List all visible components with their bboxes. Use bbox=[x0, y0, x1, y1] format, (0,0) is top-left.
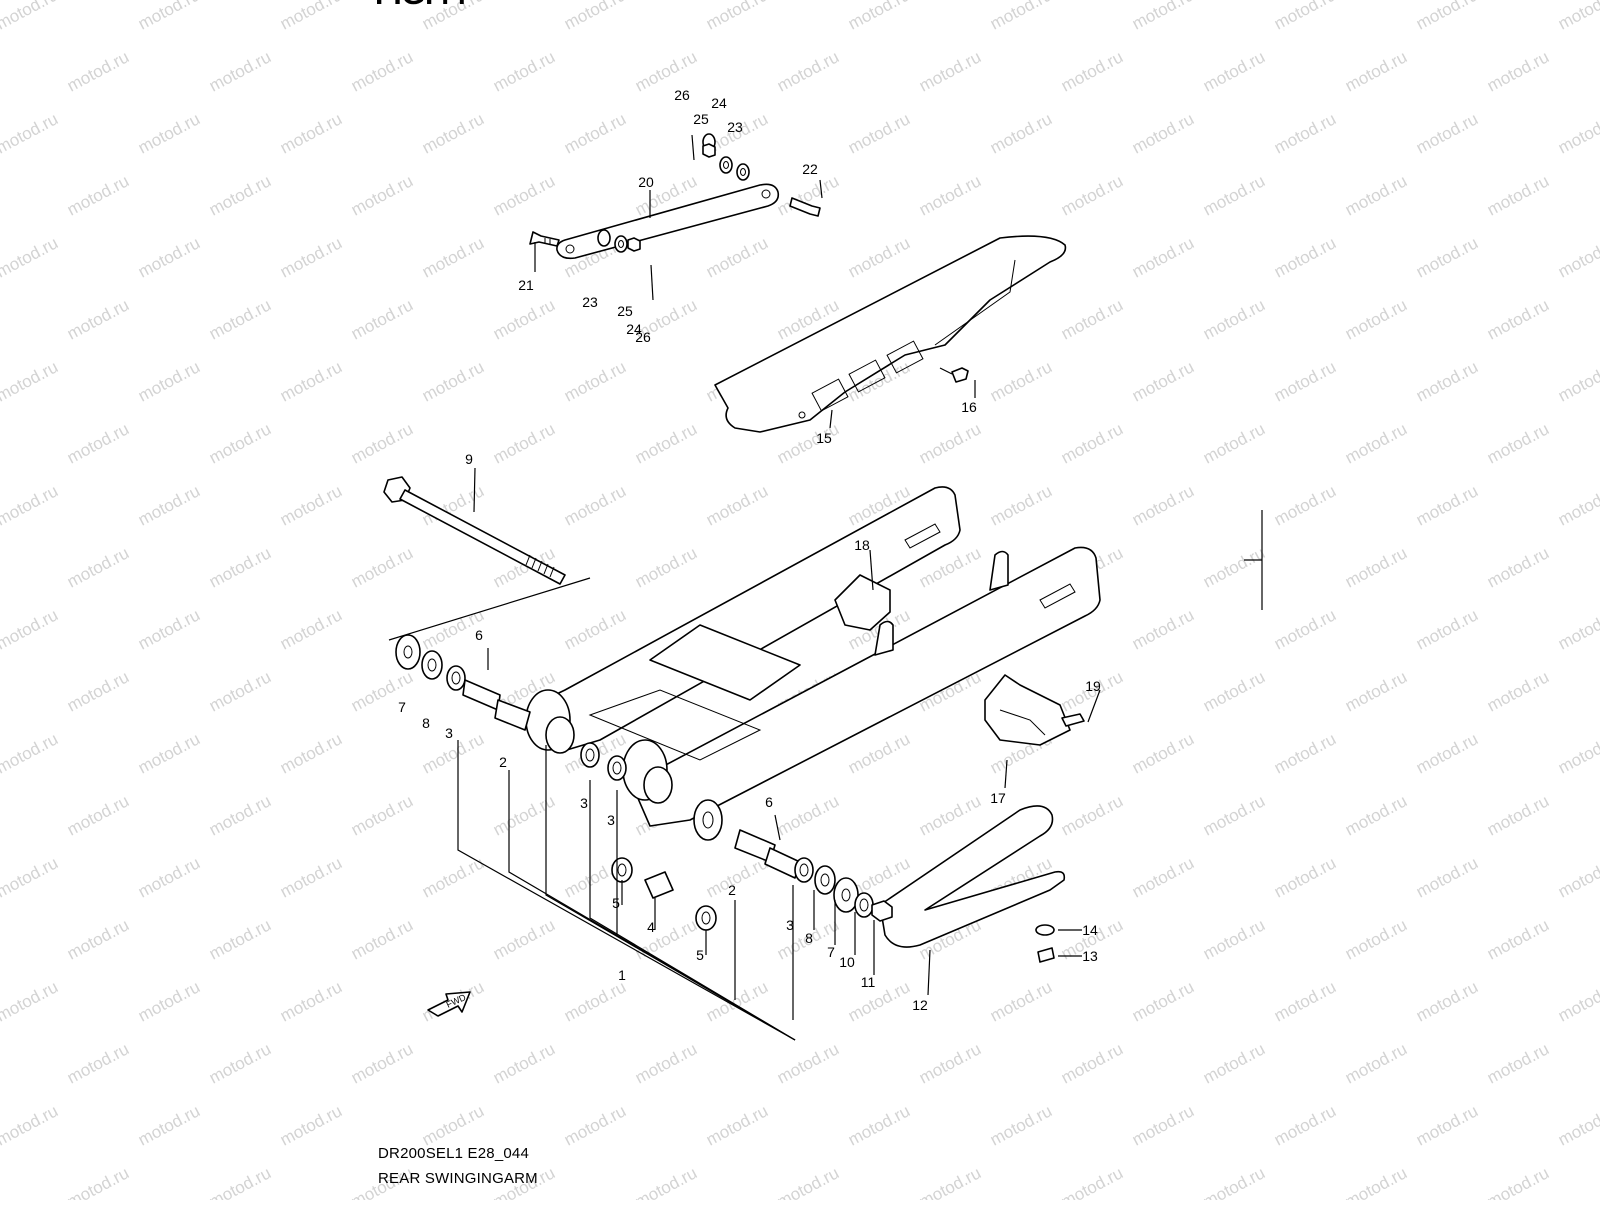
callout-10: 10 bbox=[839, 954, 855, 970]
fwd-arrow-icon: FWD bbox=[427, 991, 471, 1017]
bolt-21 bbox=[529, 231, 560, 247]
callout-15: 15 bbox=[816, 430, 832, 446]
bolt-19 bbox=[1061, 713, 1085, 727]
callout-4: 4 bbox=[647, 919, 655, 935]
callout-22: 22 bbox=[802, 161, 818, 177]
callout-2: 2 bbox=[499, 754, 507, 770]
callout-3: 3 bbox=[580, 795, 588, 811]
bolt-16 bbox=[939, 367, 969, 383]
callout-23: 23 bbox=[582, 294, 598, 310]
callout-23: 23 bbox=[727, 119, 743, 135]
torque-link bbox=[556, 183, 780, 260]
leader-lines bbox=[457, 179, 1263, 1041]
figure-title: FIG.44 bbox=[375, 0, 467, 12]
callout-2: 2 bbox=[728, 882, 736, 898]
bracket-18 bbox=[834, 574, 891, 631]
callout-8: 8 bbox=[805, 930, 813, 946]
chain-cover bbox=[714, 235, 1067, 433]
chain-buffer-12 bbox=[879, 805, 1066, 948]
callout-14: 14 bbox=[1082, 922, 1098, 938]
buffer-hardware bbox=[1035, 924, 1082, 963]
callout-25: 25 bbox=[693, 111, 709, 127]
model-code: DR200SEL1 E28_044 bbox=[378, 1145, 530, 1162]
swingarm bbox=[525, 486, 1101, 827]
callout-3: 3 bbox=[607, 812, 615, 828]
callout-labels: 1 2 2 3 3 3 3 4 5 5 6 6 7 7 8 8 9 10 11 … bbox=[398, 87, 1101, 1013]
callout-7: 7 bbox=[398, 699, 406, 715]
callout-11: 11 bbox=[861, 974, 876, 990]
callout-1: 1 bbox=[618, 967, 626, 983]
callout-26: 26 bbox=[635, 329, 651, 345]
callout-16: 16 bbox=[961, 399, 977, 415]
chain-guide-17 bbox=[984, 674, 1071, 746]
bolt-22 bbox=[789, 197, 821, 217]
callout-19: 19 bbox=[1085, 678, 1101, 694]
callout-12: 12 bbox=[912, 997, 928, 1013]
callout-24: 24 bbox=[711, 95, 727, 111]
callout-7: 7 bbox=[827, 944, 835, 960]
callout-3: 3 bbox=[445, 725, 453, 741]
callout-20: 20 bbox=[638, 174, 654, 190]
callout-6: 6 bbox=[475, 627, 483, 643]
callout-13: 13 bbox=[1082, 948, 1098, 964]
callout-5: 5 bbox=[612, 895, 620, 911]
pivot-shaft bbox=[383, 476, 566, 585]
callout-6: 6 bbox=[765, 794, 773, 810]
callout-8: 8 bbox=[422, 715, 430, 731]
callout-17: 17 bbox=[990, 790, 1006, 806]
callout-24: 24 bbox=[626, 321, 642, 337]
callout-26: 26 bbox=[674, 87, 690, 103]
callout-18: 18 bbox=[854, 537, 870, 553]
diagram-caption: REAR SWINGINGARM bbox=[378, 1170, 538, 1187]
left-pivot-parts bbox=[395, 634, 627, 781]
callout-25: 25 bbox=[617, 303, 633, 319]
callout-9: 9 bbox=[465, 451, 473, 467]
callout-21: 21 bbox=[518, 277, 534, 293]
callout-5: 5 bbox=[696, 947, 704, 963]
callout-3: 3 bbox=[786, 917, 794, 933]
torque-link-hardware bbox=[597, 133, 750, 301]
